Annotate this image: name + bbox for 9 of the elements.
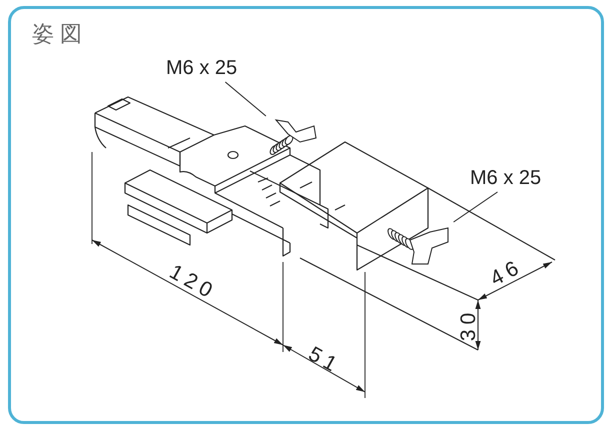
callout-label: M6 x 25	[470, 167, 542, 189]
leader-line	[224, 82, 266, 116]
title: 姿図	[32, 24, 88, 46]
dimension-label: 30	[458, 308, 480, 342]
callout-label: M6 x 25	[166, 57, 238, 79]
dimension-label: 51	[305, 343, 344, 378]
dimension-label: 46	[487, 255, 526, 290]
dimension-label: 120	[166, 261, 220, 304]
leader-line	[453, 192, 498, 222]
